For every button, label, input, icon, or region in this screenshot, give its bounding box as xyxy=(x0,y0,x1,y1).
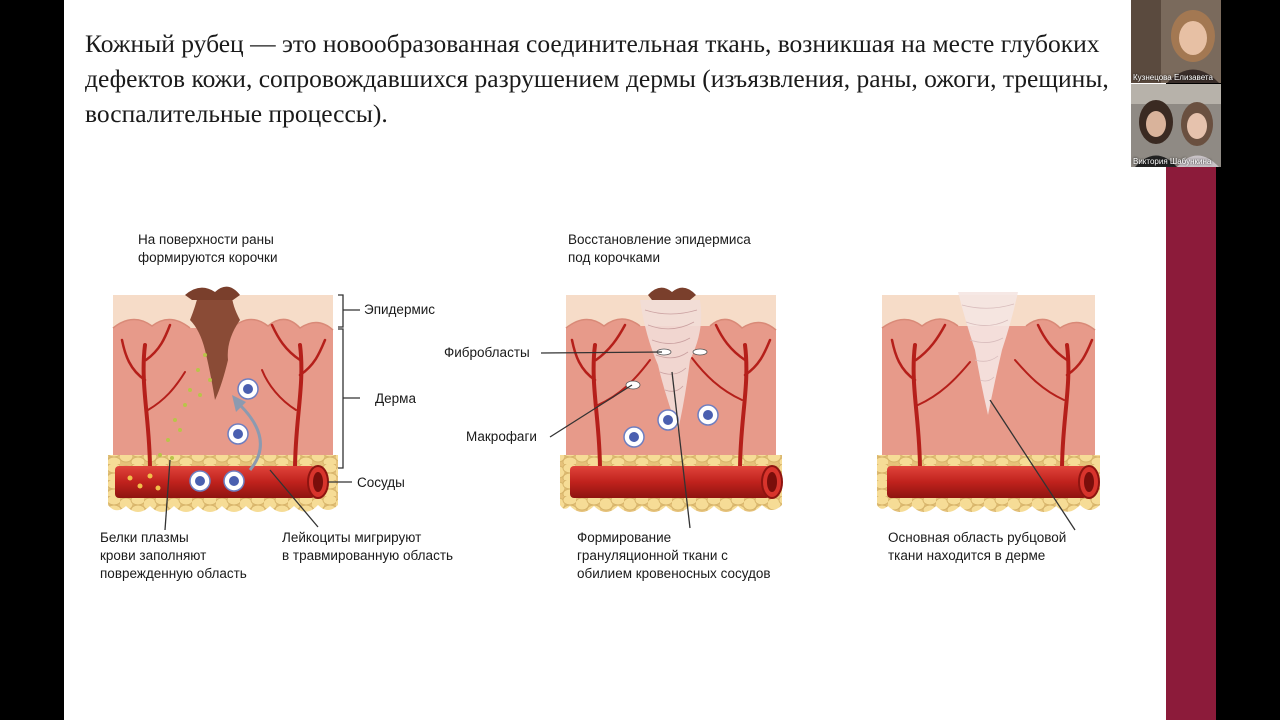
stage1-top-line1: На поверхности раны xyxy=(138,232,274,247)
scar-line1: Основная область рубцовой xyxy=(888,530,1067,545)
leukocytes-line1: Лейкоциты мигрируют xyxy=(282,530,422,545)
participant-video-1[interactable]: Кузнецова Елизавета xyxy=(1131,0,1221,83)
label-fibroblasts: Фибробласты xyxy=(444,345,530,360)
macrophage-icon xyxy=(623,404,719,448)
stage2-top-line2: под корочками xyxy=(568,250,661,265)
leukocyte-icon xyxy=(189,378,259,492)
granulation-line1: Формирование xyxy=(577,530,672,545)
label-epidermis: Эпидермис xyxy=(364,302,436,317)
skin-block-stage1 xyxy=(108,286,360,531)
leukocytes-line2: в травмированную область xyxy=(282,548,454,563)
scar-line2: ткани находится в дерме xyxy=(888,548,1046,563)
stage1-top-line2: формируются корочки xyxy=(138,250,278,265)
accent-bar xyxy=(1166,160,1216,720)
participant-name: Кузнецова Елизавета xyxy=(1133,73,1213,82)
label-vessels: Сосуды xyxy=(357,475,405,490)
participant-name: Виктория Шабункина xyxy=(1133,157,1212,166)
stage1-leukocytes-label: Лейкоциты мигрируют в травмированную обл… xyxy=(282,529,453,565)
participant-avatar xyxy=(1131,0,1221,83)
skin-block-stage3 xyxy=(877,292,1100,531)
stage2-top-line1: Восстановление эпидермиса xyxy=(568,232,751,247)
participant-video-2[interactable]: Виктория Шабункина xyxy=(1131,84,1221,167)
granulation-line3: обилием кровеносных сосудов xyxy=(577,566,771,581)
plasma-line1: Белки плазмы xyxy=(100,530,189,545)
participant-avatar xyxy=(1131,84,1221,167)
label-dermis: Дерма xyxy=(375,391,416,406)
stage1-top-label: На поверхности раны формируются корочки xyxy=(138,231,278,267)
label-macrophages: Макрофаги xyxy=(466,429,537,444)
stage3-bottom-label: Основная область рубцовой ткани находитс… xyxy=(888,529,1066,565)
plasma-line2: крови заполняют xyxy=(100,548,207,563)
plasma-line3: поврежденную область xyxy=(100,566,247,581)
granulation-line2: грануляционной ткани с xyxy=(577,548,728,563)
stage2-bottom-label: Формирование грануляционной ткани с обил… xyxy=(577,529,771,583)
slide-title: Кожный рубец — это новообразованная соед… xyxy=(85,29,1109,128)
stage1-plasma-label: Белки плазмы крови заполняют поврежденну… xyxy=(100,529,247,583)
skin-block-stage2 xyxy=(540,287,783,529)
stage2-top-label: Восстановление эпидермиса под корочками xyxy=(568,231,751,267)
